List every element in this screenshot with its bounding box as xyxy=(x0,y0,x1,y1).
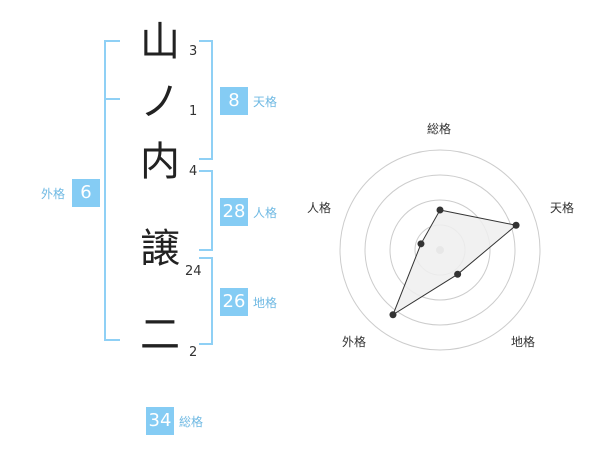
name-char-3: 内 xyxy=(140,139,180,185)
soukaku-label: 総格 xyxy=(179,415,204,429)
radar-point-5 xyxy=(417,240,425,248)
gaikaku-bracket xyxy=(104,40,120,341)
chikaku-badge: 26 xyxy=(220,288,248,316)
chikaku-label: 地格 xyxy=(253,296,278,310)
radar-point-4 xyxy=(389,311,397,319)
radar-axis-label-gaikaku: 外格 xyxy=(342,335,367,349)
radar-grid-ring xyxy=(339,149,541,351)
radar-data-polygon xyxy=(391,209,518,316)
tenkaku-bracket xyxy=(199,40,213,160)
stroke-count-2: 1 xyxy=(189,104,198,119)
radar-grid-ring xyxy=(389,199,491,301)
radar-axis-label-tenkaku: 天格 xyxy=(550,201,575,215)
chikaku-bracket xyxy=(199,257,213,345)
gaikaku-bracket-tick xyxy=(104,98,120,100)
stroke-count-5: 2 xyxy=(189,345,198,360)
tenkaku-badge: 8 xyxy=(220,87,248,115)
gaikaku-badge: 6 xyxy=(72,179,100,207)
tenkaku-label: 天格 xyxy=(253,95,278,109)
name-char-2: ノ xyxy=(140,79,180,125)
radar-axis-label-chikaku: 地格 xyxy=(511,335,536,349)
name-char-1: 山 xyxy=(140,19,180,65)
radar-point-3 xyxy=(454,270,462,278)
name-char-4: 譲 xyxy=(140,226,180,272)
soukaku-badge: 34 xyxy=(146,407,174,435)
jinkaku-bracket xyxy=(199,170,213,251)
radar-axis-label-soukaku: 総格 xyxy=(427,122,452,136)
jinkaku-label: 人格 xyxy=(253,206,278,220)
radar-point-1 xyxy=(436,206,444,214)
name-char-5: 二 xyxy=(140,312,180,358)
stroke-count-4: 24 xyxy=(185,264,202,279)
gaikaku-label: 外格 xyxy=(41,187,66,201)
radar-grid-ring xyxy=(364,174,516,326)
jinkaku-badge: 28 xyxy=(220,198,248,226)
stroke-count-1: 3 xyxy=(189,44,198,59)
radar-point-2 xyxy=(512,221,520,229)
stroke-count-3: 4 xyxy=(189,164,198,179)
radar-axis-label-jinkaku: 人格 xyxy=(307,201,332,215)
